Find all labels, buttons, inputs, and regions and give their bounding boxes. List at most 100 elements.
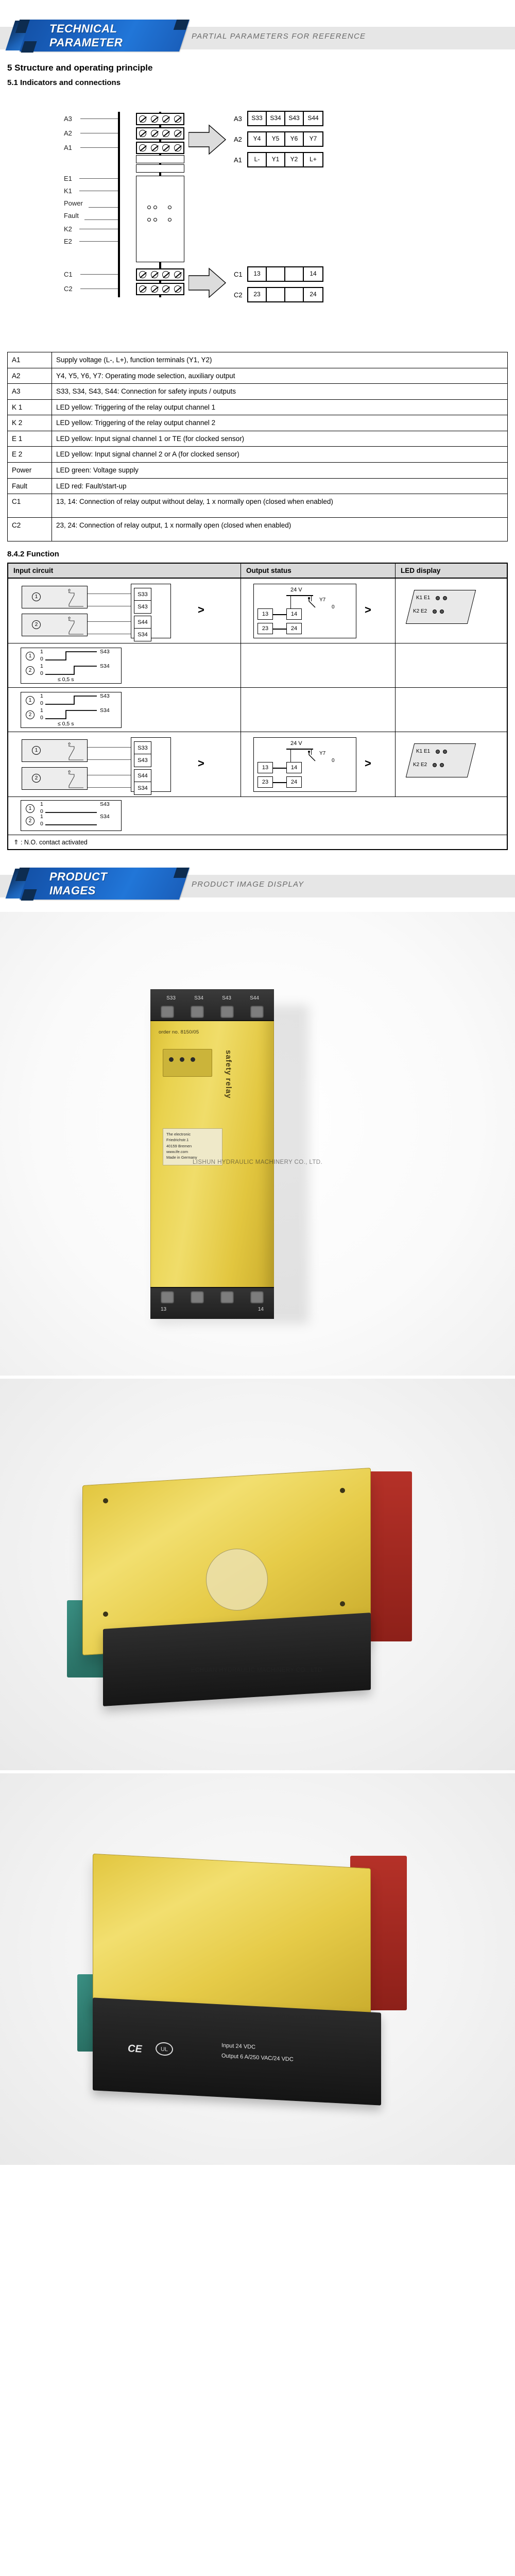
terminal-13: 13 [258,608,273,620]
legend-key: A3 [7,383,52,400]
timing-trace-3 [45,696,97,705]
terminal-map-cells: Y4 Y5 Y6 Y7 [247,131,323,147]
led-dot-e2-2 [440,763,444,768]
screw-terminal [174,130,181,137]
banner-title-line1: TECHNICAL [49,22,117,35]
relay-wire-2 [273,629,286,630]
led-dot-e2 [440,609,444,614]
led-row-label-k2e2-2: K2 E2 [413,762,427,768]
timing-high-1: 1 [40,693,43,700]
led-dot-k2 [433,609,437,614]
function-row-circuit-2: 1 ⇧ 2 ⇧ S33 S43 S44 S34 > 24 V [8,732,507,798]
led-dot [180,1057,184,1062]
plate-line: The electronic [166,1132,191,1137]
plate-line: Friedrichstr.1 [166,1138,189,1143]
product-photo-3: Input 24 VDC Output 6 A/250 VAC/24 VDC C… [0,1773,515,2165]
timing-high-1: 1 [40,649,43,655]
product-photo-1: S33 S34 S43 S44 order no. 8150/05 safety… [0,912,515,1376]
screw-terminal [174,115,181,123]
terminal-23: 23 [258,623,273,635]
supply-drop-left [290,595,291,609]
terminal-cell: L+ [304,153,322,166]
supply-rail-2 [286,749,313,750]
led-dot-k1 [436,596,440,601]
timing-trace-1 [45,651,97,660]
terminal-23: 23 [258,776,273,788]
screw-terminal [174,144,181,151]
timing-cell-1: 1 1 0 S43 2 1 0 S34 ≤ 0,5 s [8,643,241,688]
subsection-title: 5.1 Indicators and connections [7,78,121,87]
screw-terminal [139,271,147,278]
plate-line: 40159 Bremen [166,1143,192,1148]
indicator-legend-table: A1 Supply voltage (L-, L+), function ter… [7,352,508,542]
legend-key: C1 [7,494,52,518]
banner-title: TECHNICAL PARAMETER [49,22,194,50]
screw-terminal [139,285,147,293]
bottom-screw-row [161,1291,264,1304]
device-front-notch [136,155,184,163]
relay-wire-3 [273,768,286,769]
timing-term-2: S34 [100,663,110,670]
legend-key: K 2 [7,415,52,431]
terminal-cell: Y2 [285,153,304,166]
terminal-cell: L- [248,153,267,166]
timing-led-blank-2 [396,688,507,732]
terminal-14: 14 [286,762,302,774]
terminal-map-cells: L- Y1 Y2 L+ [247,152,323,167]
terminal-s33: S33 [134,741,151,755]
diagram-label-k1: K1 [64,187,72,195]
led-dot-k2-2 [433,763,437,768]
table-row: Fault LED red: Fault/start-up [7,478,508,495]
legend-desc: LED yellow: Input signal channel 1 or TE… [52,430,508,447]
diagram-label-a1: A1 [64,144,72,151]
terminal-map-key: A1 [234,156,242,164]
bottom-terminal-labels: 13 14 [161,1307,264,1312]
timing-channel-2: 2 [26,710,35,720]
screw-terminal [139,144,147,151]
legend-desc: LED yellow: Triggering of the relay outp… [52,399,508,416]
screw-head [220,1006,234,1019]
channel-number-1: 1 [32,592,41,602]
terminal-map-cells: 13 14 [247,266,323,282]
terminal-s34: S34 [134,782,151,795]
product-images-banner: PRODUCT IMAGES PRODUCT IMAGE DISPLAY [0,863,515,902]
table-row: K 1 LED yellow: Triggering of the relay … [7,399,508,416]
diagram-label-a3: A3 [64,115,72,123]
top-screw-row [161,1006,264,1019]
screw-terminal [139,115,147,123]
supply-voltage-label-2: 24 V [290,740,302,747]
input-circuit-cell-1: 1 ⇧ 2 ⇧ S33 S43 S44 S34 > [8,579,241,643]
function-table-header: Input circuit Output status LED display [8,564,507,579]
leader-e1 [79,178,154,179]
terminal-cell [267,288,285,301]
terminal-map-c1: C1 13 14 [234,266,323,282]
device-front-slot [136,164,184,173]
terminal-block-c2 [136,283,184,295]
relay-wire-4 [273,782,286,783]
table-row: K 2 LED yellow: Triggering of the relay … [7,415,508,431]
terminal-cell [285,267,304,281]
timing-high-2: 1 [40,814,43,820]
timing-constraint-2: ≤ 0,5 s [58,721,74,727]
terminal-cell: 13 [248,267,267,281]
terminal-map-a2: A2 Y4 Y5 Y6 Y7 [234,131,323,147]
circular-side-label [206,1549,268,1611]
column-header-output-status: Output status [241,564,396,578]
terminal-s33: S33 [134,588,151,602]
output-status-cell-1: 24 V Y7 0 13 14 23 24 > [241,579,396,643]
no-contact-arrow-icon: ⇧ [67,742,72,749]
timing-trace-4 [45,710,97,719]
legend-key: C2 [7,517,52,542]
function-row-timing-3: 1 1 0 S43 2 1 0 S34 [8,797,507,836]
device-housing-yellow-bottom [93,1853,371,2023]
leader-c1 [80,274,137,275]
timing-constraint-1: ≤ 0,5 s [58,676,74,683]
no-contact-arrow-icon: ⇧ [67,616,72,623]
timing-box-2 [21,692,122,728]
led-row-1 [147,206,171,209]
terminal-label: 13 [161,1307,167,1313]
terminal-cell: 14 [304,267,322,281]
greater-than-separator: > [198,603,204,617]
timing-high-2: 1 [40,707,43,714]
terminal-cell: Y6 [285,132,304,146]
